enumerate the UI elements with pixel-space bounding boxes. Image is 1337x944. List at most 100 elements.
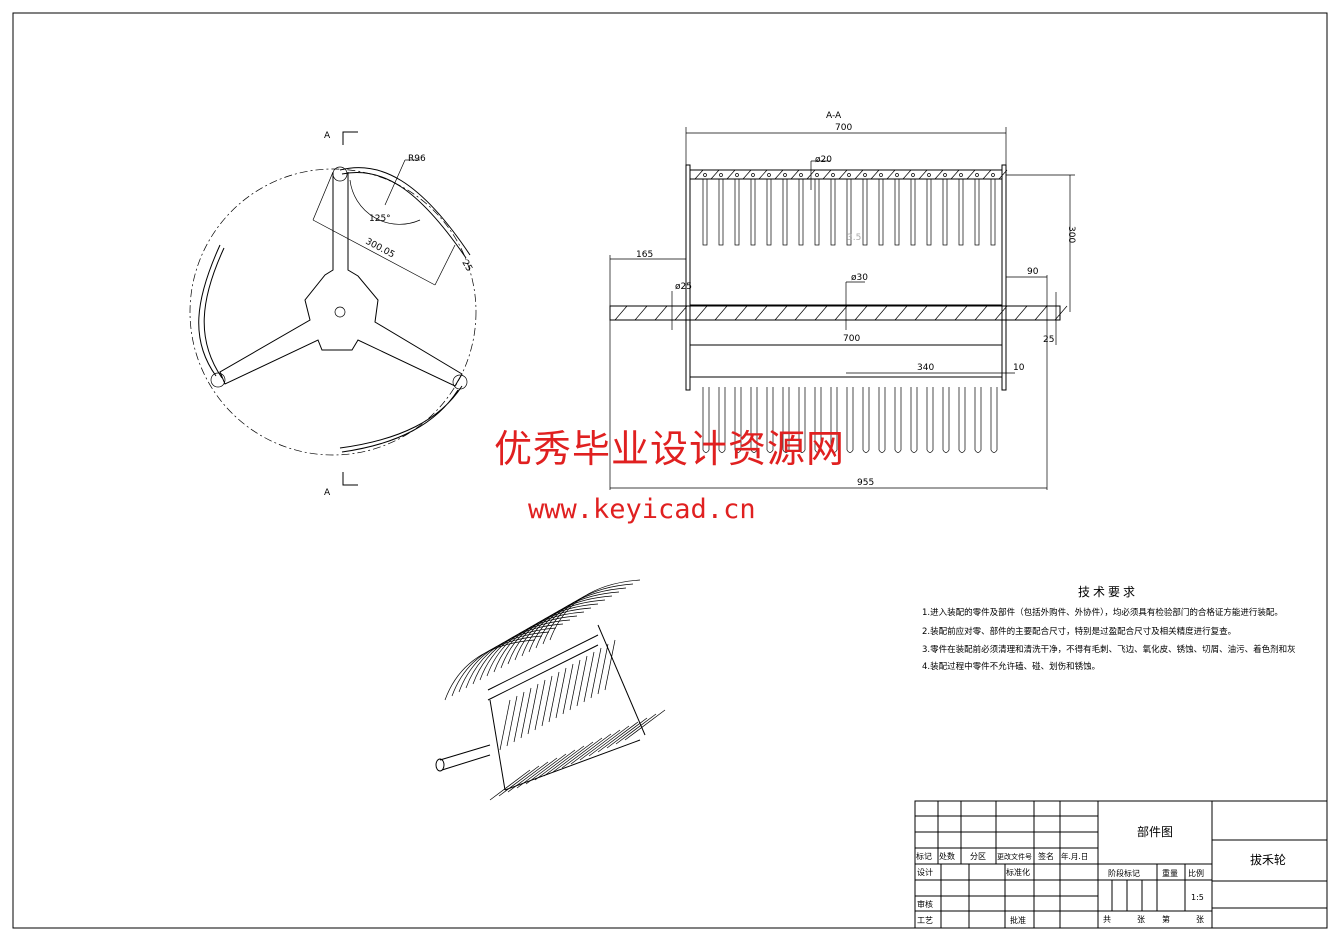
iso-tine [541,675,553,727]
iso-tine [498,765,540,797]
iso-tine [458,631,550,693]
tine [862,387,870,453]
iso-tine [513,691,525,743]
dim-tine-dia: ø20 [815,155,832,165]
tine [702,387,710,453]
tine [814,178,820,246]
tine-bar-top [689,169,1003,180]
rake-tine-top [339,167,471,259]
tine [766,387,774,453]
iso-tine [597,721,639,753]
requirement-item: 3.零件在装配前必须清理和清洗干净，不得有毛刺、飞边、氧化皮、锈蚀、切屑、油污、… [922,645,1296,655]
requirement-item: 2.装配前应对零、部件的主要配合尺寸，特别是过盈配合尺寸及相关精度进行复查。 [922,627,1237,637]
tine [894,178,900,246]
iso-tine [576,655,588,707]
iso-tine [624,709,666,741]
tine [734,387,742,453]
dim-shaft-dia: ø30 [851,273,868,283]
iso-tine [535,587,627,649]
dim-gap: 3.5 [847,233,861,243]
section-mark-top: A [324,131,331,141]
iso-tine [552,741,594,773]
iso-tine [486,615,578,677]
tine [782,387,790,453]
iso-tine [528,591,620,653]
rake-tine-left [198,244,225,379]
spider-arms [219,172,463,387]
section-view: A-A 700 ø20 300 165 ø25 ø30 90 700 25 34… [609,111,1076,490]
iso-tine [604,639,616,691]
tine [846,387,854,453]
dim-height: 300 [1066,226,1076,243]
tine [990,387,998,453]
tine [910,387,918,453]
watermark-title: 优秀毕业设计资源网 [494,427,846,471]
dim-right-dia: 25 [1043,335,1054,345]
iso-tine [493,611,585,673]
tine [814,387,822,453]
tine [910,178,916,246]
iso-tine [525,753,567,785]
iso-tine [507,603,599,665]
tine [974,178,980,246]
tine [718,387,726,453]
tine [798,387,806,453]
iso-tine [534,679,546,731]
tine [894,387,902,453]
iso-tine [500,607,592,669]
iso-tine [569,659,581,711]
dim-right-ext: 90 [1027,267,1039,277]
iso-tine [506,695,518,747]
tine [766,178,772,246]
tine [942,387,950,453]
iso-tine [597,643,609,695]
tine [702,178,708,246]
tine [958,178,964,246]
iso-tine [521,595,613,657]
tine [750,178,756,246]
requirement-item: 4.装配过程中零件不允许磕、碰、划伤和锈蚀。 [922,662,1101,672]
reel-circle [189,168,477,456]
tine [750,387,758,453]
iso-tine [444,639,536,701]
tine [830,178,836,246]
iso-tine [472,623,564,685]
iso-tine [534,749,576,781]
iso-tine [489,769,531,801]
iso-tine [561,737,603,769]
dim-left-ext: 165 [636,250,653,260]
tine [926,387,934,453]
tine [734,178,740,246]
tech-requirements-title: 技术要求 [1078,585,1139,599]
length-label: 300.05 [364,237,397,261]
dim-inner-width: 700 [843,334,860,344]
tine [718,178,724,246]
iso-tine [579,729,621,761]
watermark-url[interactable]: www.keyicad.cn [528,494,756,525]
tine [878,387,886,453]
drawing-border [12,12,1328,929]
iso-tine [465,627,557,689]
iso-tine [451,635,543,697]
radius-label: R96 [408,154,426,164]
tine [926,178,932,246]
thickness-label: 25 [459,259,473,274]
tine [846,178,852,246]
iso-tine [548,671,560,723]
tine [958,387,966,453]
tine [974,387,982,453]
iso-tine [562,663,574,715]
dim-total-length: 955 [857,478,874,488]
iso-tine [570,733,612,765]
iso-tine [542,583,634,645]
tine [990,178,996,246]
iso-tine [588,725,630,757]
iso-tine [583,651,595,703]
iso-tine [514,599,606,661]
dim-shaft-end-dia: ø25 [675,282,692,292]
iso-tine [606,717,648,749]
iso-tine [507,761,549,793]
iso-tine [590,647,602,699]
section-title: A-A [826,111,842,121]
